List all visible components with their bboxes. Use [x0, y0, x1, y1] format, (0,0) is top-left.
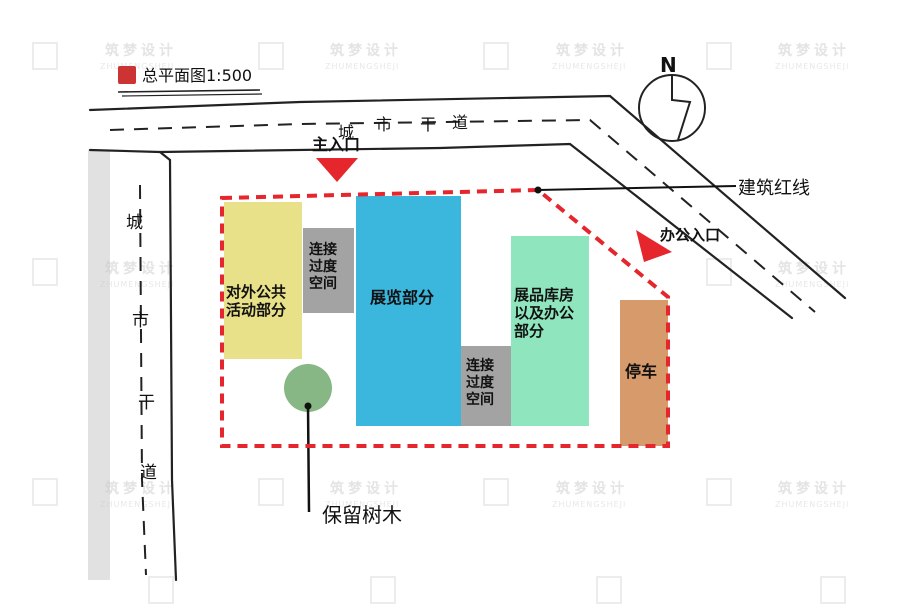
watermark-subtext: ZHUMENGSHEJI — [775, 62, 850, 71]
zone-parking — [620, 300, 668, 446]
road-label-left-char: 市 — [132, 311, 149, 331]
zone-storage-office — [511, 236, 589, 426]
road-label-top-char: 城 — [338, 123, 354, 142]
office-entrance-arrow-icon — [636, 230, 672, 262]
watermark-subtext: ZHUMENGSHEJI — [325, 62, 400, 71]
zone-parking-label: 停车 — [625, 362, 658, 381]
watermark-text: 筑梦设计 — [105, 481, 177, 497]
watermark-logo — [706, 42, 732, 70]
boundary-label: 建筑红线 — [738, 178, 810, 199]
zone-public — [224, 202, 302, 359]
main-entrance-label: 主入口 — [312, 135, 360, 154]
road-label-top-char: 市 — [376, 115, 392, 134]
tree-leader-line — [306, 405, 311, 513]
preserved-tree-icon — [284, 364, 332, 412]
watermark-subtext: ZHUMENGSHEJI — [775, 500, 850, 509]
watermark-subtext: ZHUMENGSHEJI — [100, 62, 175, 71]
zone-connector-2-label: 连接 过度 空间 — [466, 358, 494, 408]
zone-storage-office-label: 展品库房 以及办公 部分 — [514, 286, 575, 340]
title-underline — [117, 89, 261, 93]
watermark-text: 筑梦设计 — [330, 481, 402, 497]
paper-shadow — [88, 150, 110, 580]
title-stamp-icon — [118, 66, 136, 84]
watermark-subtext: ZHUMENGSHEJI — [775, 280, 850, 289]
watermark-subtext: ZHUMENGSHEJI — [100, 500, 175, 509]
watermark-logo — [32, 478, 58, 506]
watermark-logo — [370, 576, 396, 604]
watermark-logo — [258, 42, 284, 70]
watermark-subtext: ZHUMENGSHEJI — [100, 280, 175, 289]
north-label: N — [660, 53, 677, 77]
road-label-left-char: 干 — [138, 393, 155, 413]
road-lines — [88, 94, 847, 582]
zone-connector-1 — [303, 228, 354, 313]
watermark-logo — [483, 478, 509, 506]
zone-connector-2 — [461, 346, 511, 426]
watermark-text: 筑梦设计 — [556, 481, 628, 497]
watermark-logo — [32, 42, 58, 70]
road-label-left-char: 道 — [140, 463, 157, 483]
zone-connector-1-label: 连接 过度 空间 — [309, 242, 337, 292]
building-red-line — [220, 187, 670, 448]
zone-exhibition-label: 展览部分 — [370, 288, 435, 307]
tree-label: 保留树木 — [322, 503, 402, 527]
zone-exhibition — [356, 196, 461, 426]
watermark-text: 筑梦设计 — [778, 481, 850, 497]
watermark-logo — [258, 478, 284, 506]
road-centerline — [109, 118, 816, 576]
watermark-text: 筑梦设计 — [105, 261, 177, 277]
watermark-logo — [706, 258, 732, 286]
road-label-top-char: 道 — [452, 113, 468, 132]
north-arrow-icon — [638, 74, 706, 142]
watermark-text: 筑梦设计 — [105, 43, 177, 59]
boundary-leader-line — [537, 185, 737, 191]
watermark-logo — [820, 576, 846, 604]
main-entrance-arrow-icon — [316, 158, 358, 182]
plan-title: 总平面图1:500 — [142, 66, 252, 85]
watermark-logo — [596, 576, 622, 604]
watermark-logo — [32, 258, 58, 286]
watermark-text: 筑梦设计 — [330, 43, 402, 59]
watermark-logo — [706, 478, 732, 506]
watermark-logo — [148, 576, 174, 604]
watermark-subtext: ZHUMENGSHEJI — [552, 62, 627, 71]
watermark-logo — [483, 42, 509, 70]
title-underline — [121, 93, 263, 97]
watermark-subtext: ZHUMENGSHEJI — [552, 500, 627, 509]
zone-public-label: 对外公共 活动部分 — [226, 283, 287, 319]
watermark-text: 筑梦设计 — [778, 43, 850, 59]
watermark-text: 筑梦设计 — [556, 43, 628, 59]
watermark-subtext: ZHUMENGSHEJI — [325, 500, 400, 509]
office-entrance-label: 办公入口 — [660, 226, 720, 244]
road-label-left-char: 城 — [126, 213, 143, 233]
road-label-top-char: 干 — [420, 115, 436, 134]
